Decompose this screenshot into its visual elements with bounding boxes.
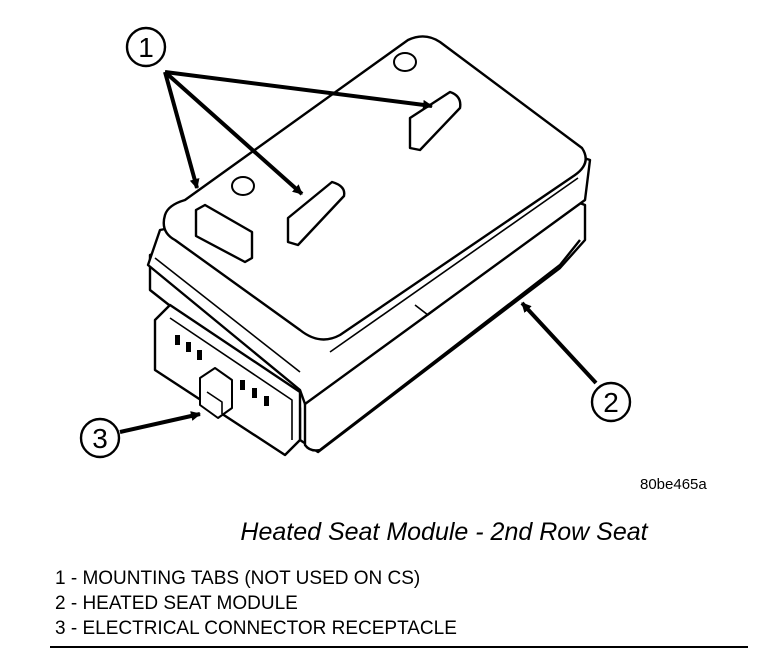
mounting-hole xyxy=(231,176,255,196)
lid-edge-line-2 xyxy=(154,257,301,373)
connector-latch-inner xyxy=(206,391,223,414)
callout-1-arrow-a xyxy=(164,70,433,110)
figure-caption: Heated Seat Module - 2nd Row Seat xyxy=(240,518,648,546)
side-notch xyxy=(414,304,441,316)
connector-latch xyxy=(199,367,233,419)
legend: 1 - MOUNTING TABS (NOT USED ON CS) 2 - H… xyxy=(55,566,457,641)
callout-2-number: 2 xyxy=(603,387,619,418)
callout-3-number: 3 xyxy=(92,423,108,454)
legend-item: 3 - ELECTRICAL CONNECTOR RECEPTACLE xyxy=(55,618,457,639)
legend-item: 2 - HEATED SEAT MODULE xyxy=(55,593,298,614)
callout-circles xyxy=(79,26,632,459)
figure-id: 80be465a xyxy=(640,476,707,493)
connector-face xyxy=(169,317,293,440)
callout-1-arrow-c xyxy=(163,71,200,189)
module-lid-top xyxy=(162,35,587,341)
mounting-tabs xyxy=(194,90,462,264)
module-body xyxy=(146,35,592,454)
module-base-side xyxy=(303,239,581,452)
mounting-tab xyxy=(408,90,462,152)
callout-1-arrow-b xyxy=(163,70,304,196)
callout-1-circle xyxy=(125,26,167,68)
callout-1-number: 1 xyxy=(138,32,154,63)
callout-3-circle xyxy=(79,417,121,459)
callout-arrows xyxy=(119,70,598,434)
mounting-tab xyxy=(286,180,346,247)
electrical-connector xyxy=(153,303,302,457)
callout-2-arrow xyxy=(520,301,598,385)
callout-2-circle xyxy=(590,381,632,423)
legend-item: 1 - MOUNTING TABS (NOT USED ON CS) xyxy=(55,568,421,589)
mounting-holes xyxy=(231,52,417,196)
lid-edge-line xyxy=(329,177,579,353)
mounting-tab xyxy=(194,203,254,264)
mounting-hole xyxy=(393,52,417,72)
bottom-divider xyxy=(50,646,748,648)
connector-pins xyxy=(175,335,269,406)
callout-3-arrow xyxy=(119,411,201,434)
